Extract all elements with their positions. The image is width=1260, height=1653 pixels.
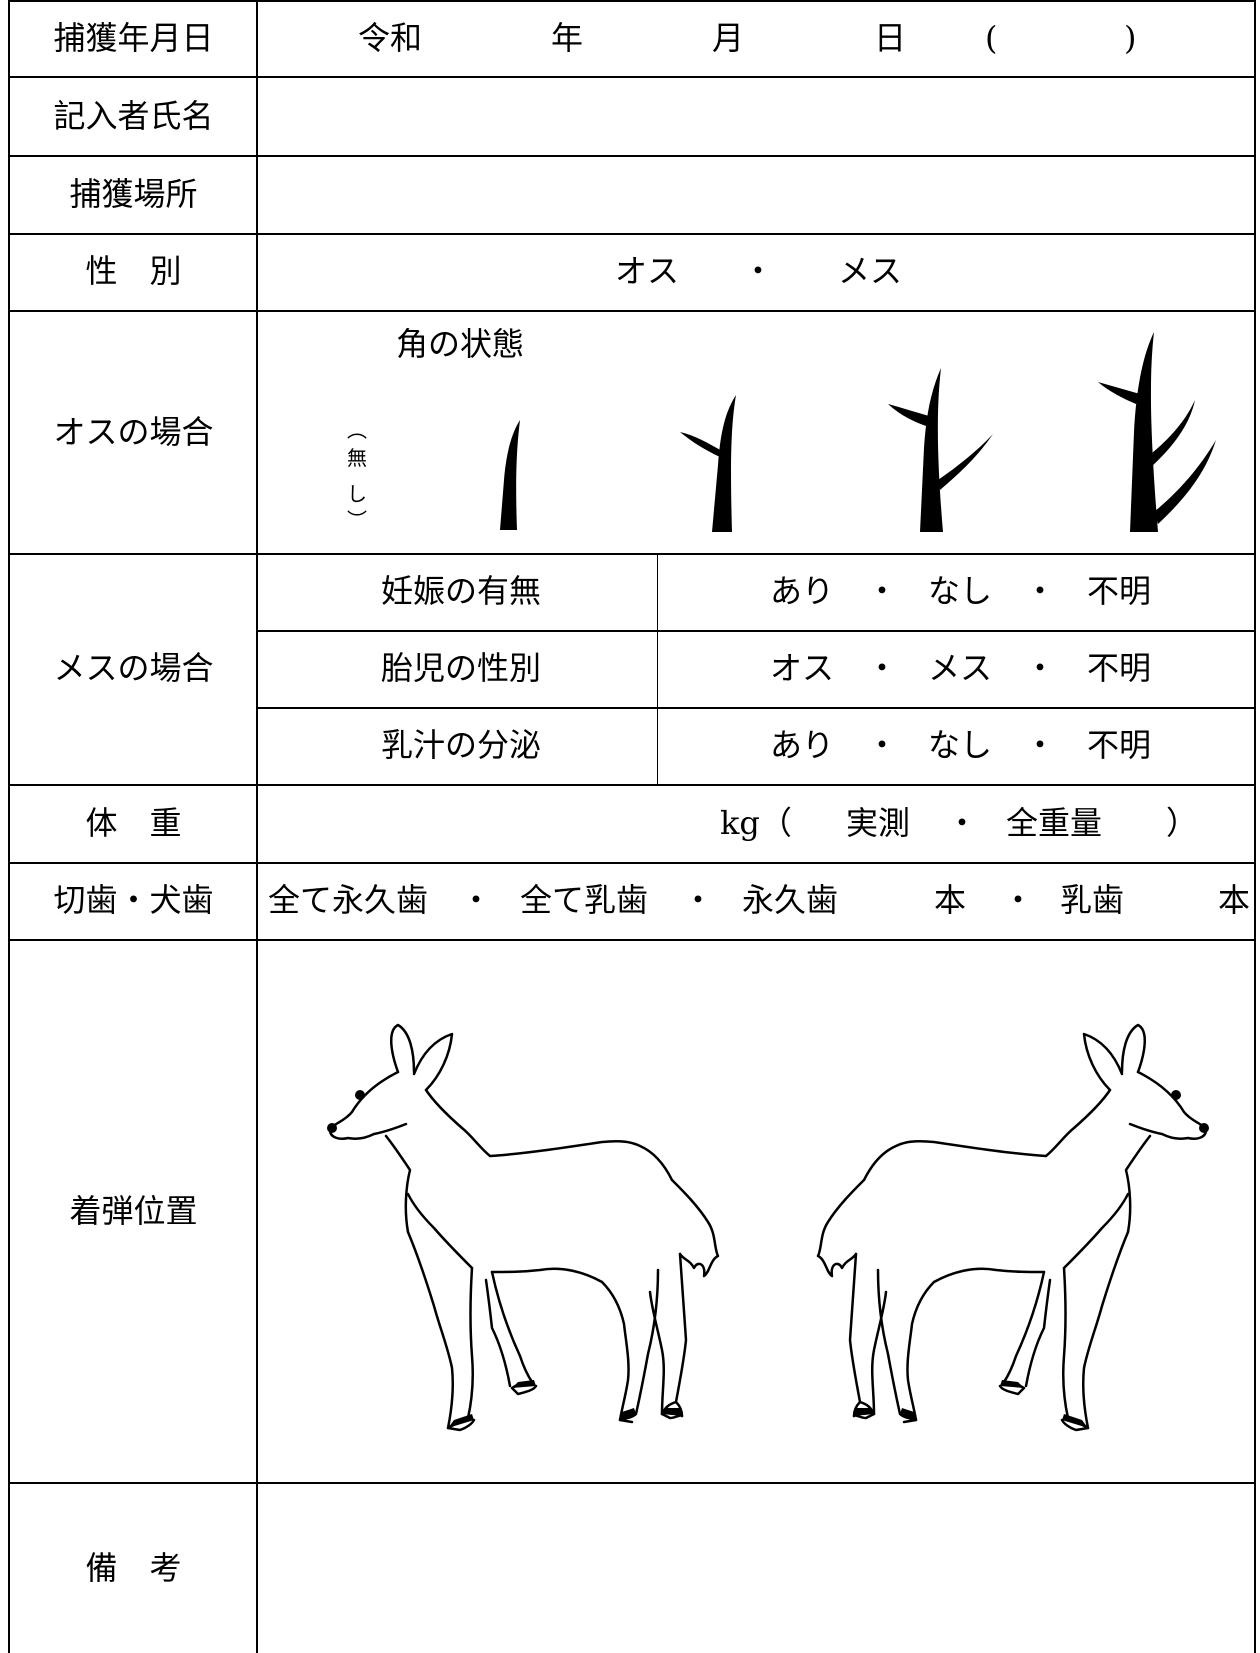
pregnancy-option-unknown[interactable]: 不明 xyxy=(1087,572,1152,610)
rule xyxy=(8,862,1256,864)
none-char-2: し xyxy=(347,482,367,506)
separator: ・ xyxy=(866,726,899,764)
rule xyxy=(257,630,1256,632)
remarks-field[interactable] xyxy=(258,1484,1254,1653)
fetus-option-male[interactable]: オス xyxy=(770,649,835,687)
teeth-option-all-milk[interactable]: 全て乳歯 xyxy=(520,881,649,919)
weekday-close-paren: ) xyxy=(1124,19,1137,57)
recorder-name-field[interactable] xyxy=(258,78,1254,155)
pregnancy-option-no[interactable]: なし xyxy=(928,572,993,610)
fetus-option-unknown[interactable]: 不明 xyxy=(1087,649,1152,687)
remarks-label: 備 考 xyxy=(85,1549,182,1587)
antler-4-point-icon[interactable] xyxy=(1098,332,1218,532)
separator: ・ xyxy=(1024,572,1057,610)
rule xyxy=(8,233,1256,235)
separator: ・ xyxy=(460,881,493,919)
deer-left-icon[interactable] xyxy=(322,1010,752,1450)
rule xyxy=(8,553,1256,555)
female-subdivider xyxy=(657,553,658,784)
teeth-option-permanent[interactable]: 永久歯 xyxy=(742,881,839,919)
rule xyxy=(8,939,1256,941)
pregnancy-label: 妊娠の有無 xyxy=(381,572,542,610)
hit-position-label: 着弾位置 xyxy=(69,1192,198,1230)
weight-option-measured[interactable]: 実測 xyxy=(846,804,911,842)
rule xyxy=(257,707,1256,709)
weight-field[interactable] xyxy=(258,786,718,862)
separator: ・ xyxy=(946,804,979,842)
sex-label: 性 別 xyxy=(85,252,182,290)
permanent-count-unit: 本 xyxy=(934,881,967,919)
lactation-label: 乳汁の分泌 xyxy=(381,726,542,764)
female-case-label: メスの場合 xyxy=(53,649,214,687)
milk-count-unit: 本 xyxy=(1218,881,1251,919)
weight-option-total[interactable]: 全重量 xyxy=(1006,804,1103,842)
sex-option-female[interactable]: メス xyxy=(838,252,903,290)
year-text: 年 xyxy=(551,19,584,57)
antler-state-title: 角の状態 xyxy=(396,325,525,363)
recorder-name-label: 記入者氏名 xyxy=(53,97,214,135)
rule xyxy=(8,155,1256,157)
month-text: 月 xyxy=(712,19,745,57)
sex-separator: ・ xyxy=(742,252,775,290)
sex-option-male[interactable]: オス xyxy=(615,252,680,290)
antler-2-point-icon[interactable] xyxy=(680,395,740,532)
antler-1-point-icon[interactable] xyxy=(498,420,526,532)
rule xyxy=(8,784,1256,786)
antler-3-point-icon[interactable] xyxy=(888,368,996,532)
lactation-option-yes[interactable]: あり xyxy=(770,726,835,764)
teeth-option-milk[interactable]: 乳歯 xyxy=(1060,881,1125,919)
capture-date-label: 捕獲年月日 xyxy=(53,19,214,57)
capture-place-field[interactable] xyxy=(258,157,1254,233)
pregnancy-option-yes[interactable]: あり xyxy=(770,572,835,610)
teeth-option-all-permanent[interactable]: 全て永久歯 xyxy=(268,881,429,919)
day-text: 日 xyxy=(874,19,907,57)
rule xyxy=(8,0,1256,2)
teeth-label: 切歯・犬歯 xyxy=(53,881,214,919)
fetus-sex-label: 胎児の性別 xyxy=(381,649,542,687)
deer-right-icon[interactable] xyxy=(784,1010,1214,1450)
separator: ・ xyxy=(866,572,899,610)
era-text: 令和 xyxy=(358,19,423,57)
none-close-bracket: ︶ xyxy=(347,508,367,532)
antler-none-option[interactable]: ︵ 無 し ︶ xyxy=(345,418,369,532)
weekday-open-paren: ( xyxy=(985,19,998,57)
weight-label: 体 重 xyxy=(85,804,182,842)
separator: ・ xyxy=(866,649,899,687)
lactation-option-no[interactable]: なし xyxy=(928,726,993,764)
male-case-label: オスの場合 xyxy=(53,413,214,451)
label-column-divider xyxy=(256,0,258,1653)
separator: ・ xyxy=(1002,881,1035,919)
weight-unit: kg（ xyxy=(720,804,792,842)
rule xyxy=(8,76,1256,78)
weight-close-paren: ） xyxy=(1166,804,1199,842)
separator: ・ xyxy=(682,881,715,919)
fetus-option-female[interactable]: メス xyxy=(928,649,993,687)
separator: ・ xyxy=(1024,649,1057,687)
none-char-1: 無 xyxy=(347,446,367,470)
lactation-option-unknown[interactable]: 不明 xyxy=(1087,726,1152,764)
none-open-bracket: ︵ xyxy=(347,418,367,442)
rule xyxy=(8,310,1256,312)
capture-place-label: 捕獲場所 xyxy=(69,175,198,213)
rule xyxy=(8,1482,1256,1484)
separator: ・ xyxy=(1024,726,1057,764)
form-frame xyxy=(8,0,1256,1653)
